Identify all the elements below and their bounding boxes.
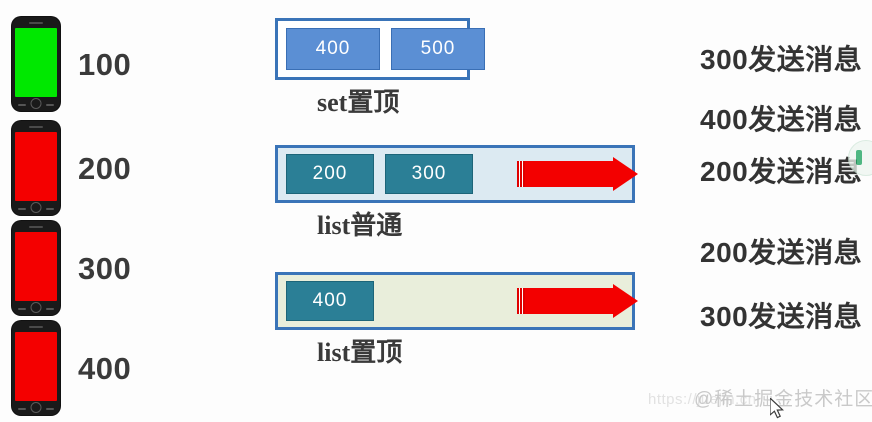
phone-softkey-left-icon (18, 208, 26, 210)
group-caption: set置顶 (317, 88, 400, 117)
phone-label: 300 (78, 250, 132, 286)
arrow-tail-stripes (517, 161, 525, 187)
phone-icon (12, 17, 60, 111)
phone-softkey-right-icon (46, 408, 54, 410)
phone-earpiece-icon (29, 326, 43, 328)
phone-screen (15, 232, 57, 301)
phone-icon (12, 221, 60, 315)
phone-screen (15, 132, 57, 201)
chip-item: 300 (385, 154, 473, 194)
flow-arrow-icon (517, 157, 638, 191)
watermark-url: https://juejin.cn (648, 391, 757, 408)
message-line: 300发送消息 (700, 301, 863, 332)
phone-icon (12, 121, 60, 215)
phone-label: 200 (78, 150, 132, 186)
message-line: 300发送消息 (700, 44, 863, 75)
chip-item: 400 (286, 28, 380, 70)
chip-item: 500 (391, 28, 485, 70)
phone-screen (15, 28, 57, 97)
group-caption: list普通 (317, 211, 403, 240)
phone-earpiece-icon (29, 226, 43, 228)
phone-home-button-icon (30, 202, 42, 213)
message-line: 200发送消息 (700, 156, 863, 187)
phone-softkey-right-icon (46, 308, 54, 310)
phone-softkey-left-icon (18, 408, 26, 410)
list-item: 300 (0, 218, 160, 318)
arrow-shaft (525, 161, 613, 187)
flow-arrow-icon (517, 284, 638, 318)
list-container: 200 300 (275, 145, 638, 203)
phone-earpiece-icon (29, 126, 43, 128)
watermark-text: @稀土掘金技术社区 (694, 389, 872, 410)
phone-icon (12, 321, 60, 415)
set-container: 400 500 (275, 18, 485, 80)
phone-softkey-left-icon (18, 104, 26, 106)
arrow-head (613, 157, 638, 191)
list-item: 100 (0, 14, 160, 114)
chip-item: 200 (286, 154, 374, 194)
list-container: 400 (275, 272, 638, 330)
group-list-top: 400 list置顶 (275, 272, 638, 367)
arrow-shaft (525, 288, 613, 314)
phone-softkey-left-icon (18, 308, 26, 310)
phone-label: 100 (78, 46, 132, 82)
arrow-tail-stripes (517, 288, 525, 314)
phone-softkey-right-icon (46, 208, 54, 210)
list-item: 400 (0, 318, 160, 418)
group-set-top: 400 500 set置顶 (275, 18, 485, 117)
phone-home-button-icon (30, 98, 42, 109)
arrow-head (613, 284, 638, 318)
chip-item: 400 (286, 281, 374, 321)
message-line: 200发送消息 (700, 237, 863, 268)
group-list-normal: 200 300 list普通 (275, 145, 638, 240)
phone-label: 400 (78, 350, 132, 386)
phone-screen (15, 332, 57, 401)
phone-softkey-right-icon (46, 104, 54, 106)
message-line: 400发送消息 (700, 104, 863, 135)
group-caption: list置顶 (317, 338, 403, 367)
phone-home-button-icon (30, 402, 42, 413)
phone-home-button-icon (30, 302, 42, 313)
phone-earpiece-icon (29, 22, 43, 24)
list-item: 200 (0, 118, 160, 218)
